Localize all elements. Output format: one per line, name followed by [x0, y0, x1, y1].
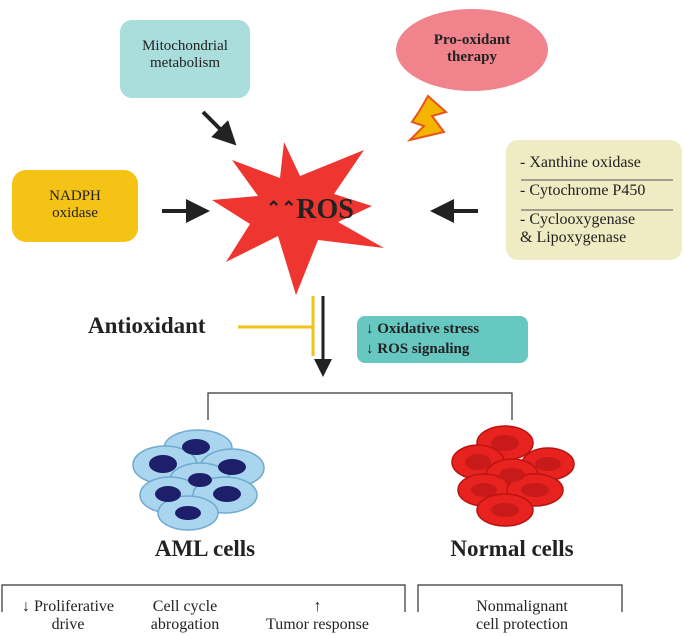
- aml-outcome-bracket: [1, 584, 406, 612]
- effect-list: ↓ Oxidative stress ↓ ROS signaling: [366, 319, 479, 359]
- enzyme-list: - Xanthine oxidase - Cytochrome P450 - C…: [520, 154, 645, 248]
- outcome-line2: abrogation: [150, 616, 220, 633]
- effect-text: Oxidative stress: [377, 321, 480, 337]
- normal-outcome-bracket: [417, 584, 623, 612]
- outcome-line1: Cell cycle: [152, 598, 218, 615]
- pro-oxidant-line2: therapy: [447, 49, 497, 66]
- mitochondrial-line1: Mitochondrial: [142, 38, 228, 54]
- enzyme-item: - Cyclooxygenase: [520, 210, 636, 228]
- outcome-line2: cell protection: [476, 616, 568, 633]
- outcome-line1: Nonmalignant: [476, 598, 568, 615]
- enzyme-item: - Cytochrome P450: [520, 182, 646, 200]
- aml-outcome-proliferative: ↓ Proliferative drive: [8, 598, 128, 634]
- enzyme-box: [506, 140, 682, 260]
- ros-star: [212, 142, 384, 295]
- normal-cells-cluster: [451, 425, 575, 527]
- down-arrow-icon: ↓: [366, 341, 374, 357]
- effect-box: [357, 316, 528, 363]
- mitochondrial-line2: metabolism: [150, 55, 220, 72]
- nadph-box: [12, 170, 138, 242]
- up-arrow-icon: ↑: [313, 598, 322, 615]
- nadph-line2: oxidase: [52, 205, 98, 222]
- pro-oxidant-ellipse: [396, 9, 548, 91]
- effect-item: ↓ Oxidative stress: [366, 319, 479, 339]
- mitochondrial-label: Mitochondrial metabolism: [120, 38, 250, 73]
- effect-text: ROS signaling: [377, 341, 470, 357]
- antioxidant-label: Antioxidant: [88, 313, 206, 338]
- outcome-line2: Tumor response: [266, 616, 369, 633]
- pro-oxidant-label: Pro-oxidant therapy: [396, 32, 548, 67]
- normal-outcome-protection: Nonmalignant cell protection: [440, 598, 604, 634]
- aml-cells-cluster: [132, 429, 265, 531]
- aml-cells-label: AML cells: [154, 536, 256, 561]
- aml-outcome-tumor-response: ↑ Tumor response: [250, 598, 385, 634]
- ros-text: ROS: [296, 194, 354, 225]
- pro-oxidant-line1: Pro-oxidant: [433, 32, 511, 48]
- mitochondrial-box: [120, 20, 250, 98]
- nadph-label: NADPH oxidase: [12, 188, 138, 223]
- effect-item: ↓ ROS signaling: [366, 339, 479, 359]
- enzyme-item: - Xanthine oxidase: [520, 154, 641, 171]
- outcome-line2: drive: [51, 616, 85, 633]
- normal-cells-label: Normal cells: [450, 536, 574, 561]
- double-up-arrow-icon: ⌃⌃: [266, 198, 297, 218]
- enzyme-item: & Lipoxygenase: [520, 229, 627, 247]
- lightning-icon: [406, 94, 449, 142]
- down-arrow-icon: ↓: [366, 321, 374, 337]
- nadph-line1: NADPH: [49, 188, 101, 204]
- split-bracket: [207, 392, 513, 420]
- outcome-line1: Proliferative: [34, 598, 114, 615]
- arrow-mito-to-ros: [201, 110, 237, 146]
- ros-label: ⌃⌃ROS: [250, 194, 370, 226]
- aml-outcome-cell-cycle: Cell cycle abrogation: [130, 598, 240, 634]
- down-arrow-icon: ↓: [22, 598, 31, 615]
